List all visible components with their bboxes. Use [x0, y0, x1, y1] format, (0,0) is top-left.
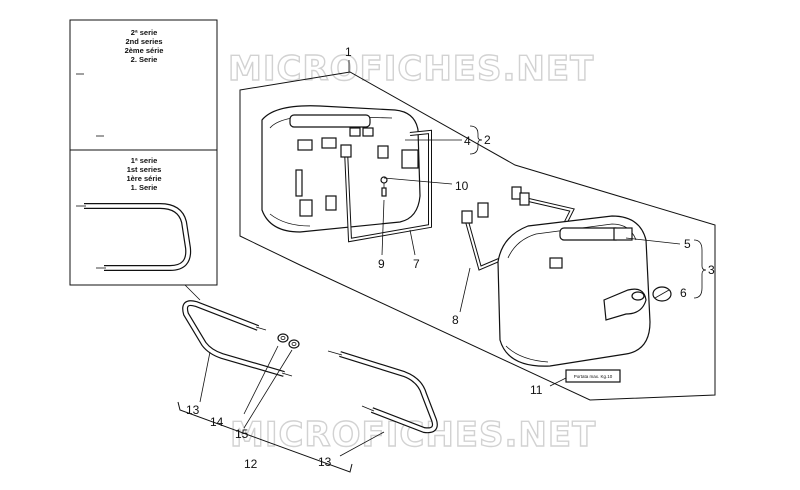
callout-7: 7 [413, 257, 420, 271]
series-1-bar-drawing [76, 203, 192, 271]
series-2-line-1: 2ª serie [131, 28, 158, 37]
left-frame-7 [340, 129, 432, 243]
series-leader [184, 284, 201, 301]
right-pannier [497, 215, 651, 367]
series-1-line-1: 1ª serie [131, 156, 158, 165]
series-2-bar-drawing [76, 72, 192, 138]
series-2-line-4: 2. Serie [131, 55, 158, 64]
callout-12: 12 [244, 457, 258, 471]
callout-numbers: 1 2 4 10 9 7 5 3 6 8 11 13 14 15 12 13 [186, 45, 715, 471]
series-2-line-3: 2ème série [125, 46, 164, 55]
assembly-outline [239, 71, 716, 401]
cap-6 [652, 286, 672, 302]
callout-4: 4 [464, 134, 471, 148]
callout-2: 2 [484, 133, 491, 147]
leader-lines [199, 60, 707, 457]
watermark-top: MICROFICHES.NET [228, 49, 594, 89]
series-1-line-4: 1. Serie [131, 183, 158, 192]
washers-nuts [277, 333, 300, 349]
callout-5: 5 [684, 237, 691, 251]
left-pannier [261, 105, 421, 233]
callout-3: 3 [708, 263, 715, 277]
series-boxes: 2ª serie 2nd series 2ème série 2. Serie … [69, 19, 218, 286]
exploded-bar-right [327, 350, 438, 434]
callout-13a: 13 [186, 403, 200, 417]
callout-11: 11 [530, 383, 543, 397]
series-1-line-2: 1st series [127, 165, 162, 174]
callout-6: 6 [680, 286, 687, 300]
label-plate-text: Portata max. Kg.10 [574, 374, 613, 379]
callout-1: 1 [345, 45, 352, 59]
callout-10: 10 [455, 179, 469, 193]
series-1-line-3: 1ère série [126, 174, 161, 183]
label-plate-11: Portata max. Kg.10 [565, 369, 621, 383]
exploded-bar-left [182, 300, 293, 377]
callout-15: 15 [235, 427, 249, 441]
callout-14: 14 [210, 415, 224, 429]
bracket-12 [177, 401, 353, 473]
series-2-line-2: 2nd series [125, 37, 162, 46]
callout-9: 9 [378, 257, 385, 271]
callout-13b: 13 [318, 455, 332, 469]
watermark-bottom: MICROFICHES.NET [230, 415, 596, 455]
callout-8: 8 [452, 313, 459, 327]
